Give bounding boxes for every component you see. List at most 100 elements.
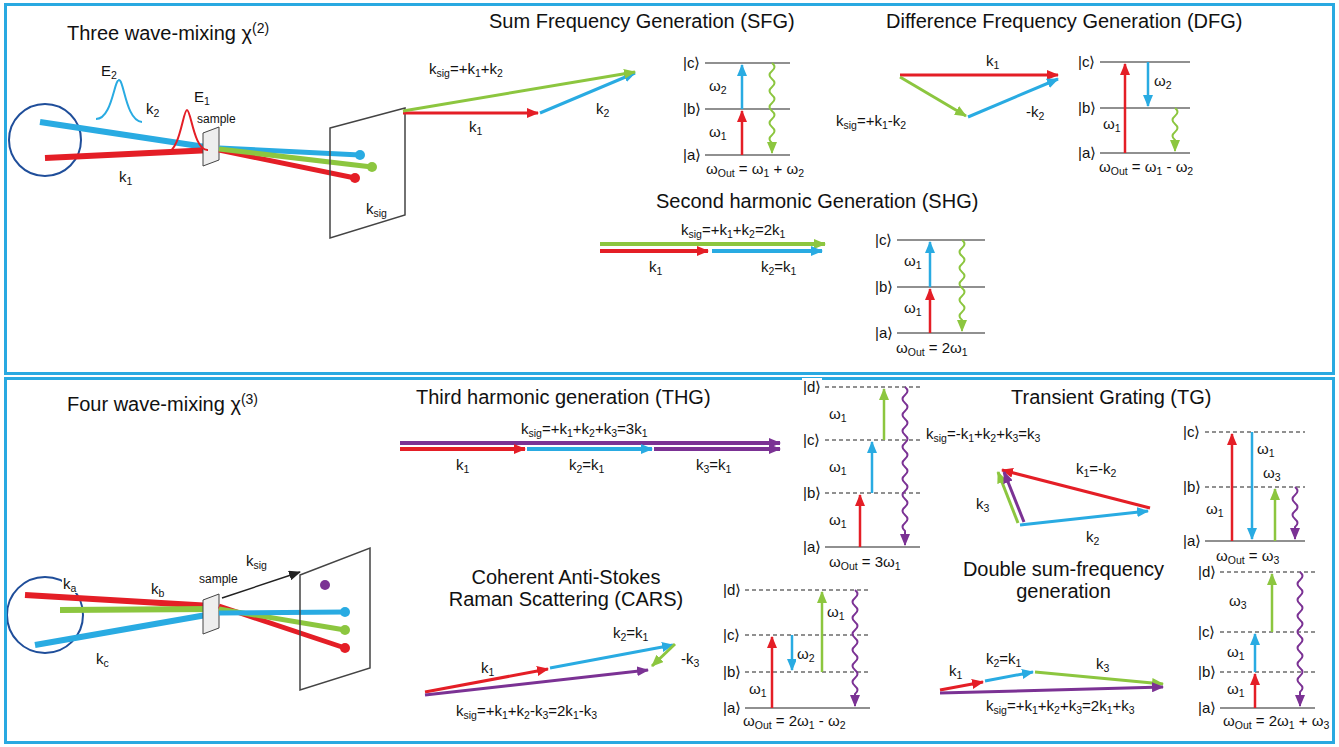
process-title: Sum Frequency Generation (SFG) (488, 10, 796, 32)
panel-heading: Three wave-mixing χ(2) (67, 21, 269, 45)
math-label: |a⟩ (802, 538, 822, 556)
beam-setup (7, 548, 370, 690)
math-label: ω1 (828, 511, 848, 529)
math-label: kc (95, 650, 110, 668)
math-label: ωOut = 2ω1 - ω2 (742, 712, 847, 730)
process-title: Double sum-frequency generation (955, 558, 1172, 602)
math-label: |c⟩ (1182, 423, 1201, 441)
math-label: ωOut = ω1 - ω2 (1098, 158, 1194, 176)
math-label: ka (62, 575, 77, 593)
math-label: |b⟩ (1182, 478, 1202, 496)
emission-wave (903, 387, 908, 545)
math-label: ωOut = 2ω1 + ω3 (1222, 712, 1330, 730)
math-label: ω1 (826, 603, 846, 621)
math-label: k3 (1095, 655, 1110, 673)
math-label: k1 (468, 118, 483, 136)
math-label: k1 (985, 52, 1000, 70)
math-label: ksig=+k1-k2 (835, 112, 907, 130)
math-label: k1=-k2 (1075, 460, 1117, 478)
math-label: ksig (365, 200, 388, 218)
math-label: ω1 (1256, 440, 1276, 458)
math-label: k2=k1 (612, 624, 649, 642)
math-label: k2 (145, 100, 160, 118)
process-title: Difference Frequency Generation (DFG) (885, 10, 1243, 32)
math-label: |a⟩ (682, 146, 702, 164)
math-label: ksig=+k1+k2 (428, 60, 504, 78)
math-label: -k2 (1025, 103, 1045, 121)
panel-band: Three wave-mixing χ(2) (4, 3, 1335, 375)
process-title: Second harmonic Generation (SHG) (655, 190, 979, 212)
math-label: k3=k1 (695, 456, 732, 474)
math-label: ω1 (1102, 115, 1122, 133)
emission-wave (853, 590, 858, 706)
math-label: ω1 (708, 123, 728, 141)
math-label: k2=k1 (568, 456, 605, 474)
emission-wave (960, 240, 965, 331)
emission-wave (1173, 108, 1178, 151)
math-label: |d⟩ (802, 378, 822, 396)
math-label: k2 (595, 100, 610, 118)
math-label: ksig=+k1+k2+k3=2k1+k3 (985, 697, 1136, 715)
math-label: |a⟩ (874, 324, 894, 342)
math-label: ωOut = 2ω1 (895, 339, 969, 357)
math-label: |b⟩ (1077, 99, 1097, 117)
math-label: kb (150, 580, 165, 598)
math-label: |b⟩ (1197, 663, 1217, 681)
math-label: k2=k1 (985, 650, 1022, 668)
math-label: ω1 (903, 299, 923, 317)
math-label: |a⟩ (722, 699, 742, 717)
math-label: ω3 (1262, 464, 1282, 482)
math-label: E2 (100, 62, 118, 80)
math-label: |d⟩ (1197, 563, 1217, 581)
math-label: |b⟩ (682, 100, 702, 118)
math-label: ωOut = 3ω1 (828, 553, 902, 571)
math-label: k3 (975, 495, 990, 513)
math-label: ω1 (903, 252, 923, 270)
math-label: ω1 (828, 458, 848, 476)
math-label: ω3 (1228, 592, 1248, 610)
emission-wave (1293, 487, 1298, 539)
math-label: ksig=+k1+k2+k3=3k1 (520, 420, 648, 438)
math-label: |b⟩ (802, 484, 822, 502)
process-title: Third harmonic generation (THG) (415, 386, 712, 408)
emission-wave (770, 63, 775, 153)
math-label: |b⟩ (874, 278, 894, 296)
math-label: |b⟩ (722, 663, 742, 681)
math-label: |c⟩ (802, 431, 821, 449)
math-label: k1 (118, 168, 133, 186)
math-label: |d⟩ (722, 581, 742, 599)
math-label: ω1 (1205, 500, 1225, 518)
math-label: ksig (245, 552, 268, 570)
math-label: k1 (455, 456, 470, 474)
math-label: k1 (480, 659, 495, 677)
process-title: Transient Grating (TG) (1010, 386, 1212, 408)
emission-wave (1298, 572, 1303, 706)
process-title: Coherent Anti-Stokes Raman Scattering (C… (440, 566, 692, 610)
math-label: ksig=-k1+k2+k3=k3 (925, 425, 1041, 443)
math-label: ωOut = ω1 + ω2 (705, 160, 805, 178)
math-label: ω1 (748, 680, 768, 698)
math-label: |c⟩ (1077, 53, 1096, 71)
math-label: k1 (648, 258, 663, 276)
math-label: |c⟩ (1197, 623, 1216, 641)
panel-heading: Four wave-mixing χ(3) (67, 392, 258, 416)
math-label: ω1 (1226, 680, 1246, 698)
math-label: ksig=+k1+k2=2k1 (680, 221, 786, 239)
math-label: |c⟩ (874, 231, 893, 249)
sample-label: sample (196, 112, 237, 126)
math-label: |a⟩ (1182, 532, 1202, 550)
sample-label: sample (198, 572, 239, 586)
math-label: -k3 (680, 650, 700, 668)
math-label: |a⟩ (1077, 144, 1097, 162)
math-label: ω2 (708, 77, 728, 95)
math-label: ω1 (828, 405, 848, 423)
math-label: |c⟩ (722, 626, 741, 644)
math-label: ωOut = ω3 (1215, 547, 1280, 565)
math-label: E1 (193, 88, 211, 106)
math-label: |a⟩ (1197, 699, 1217, 717)
beam-setup (9, 80, 405, 238)
math-label: ω2 (796, 645, 816, 663)
math-label: ω1 (1226, 643, 1246, 661)
math-label: ω2 (1153, 72, 1173, 90)
math-label: k2 (1085, 528, 1100, 546)
